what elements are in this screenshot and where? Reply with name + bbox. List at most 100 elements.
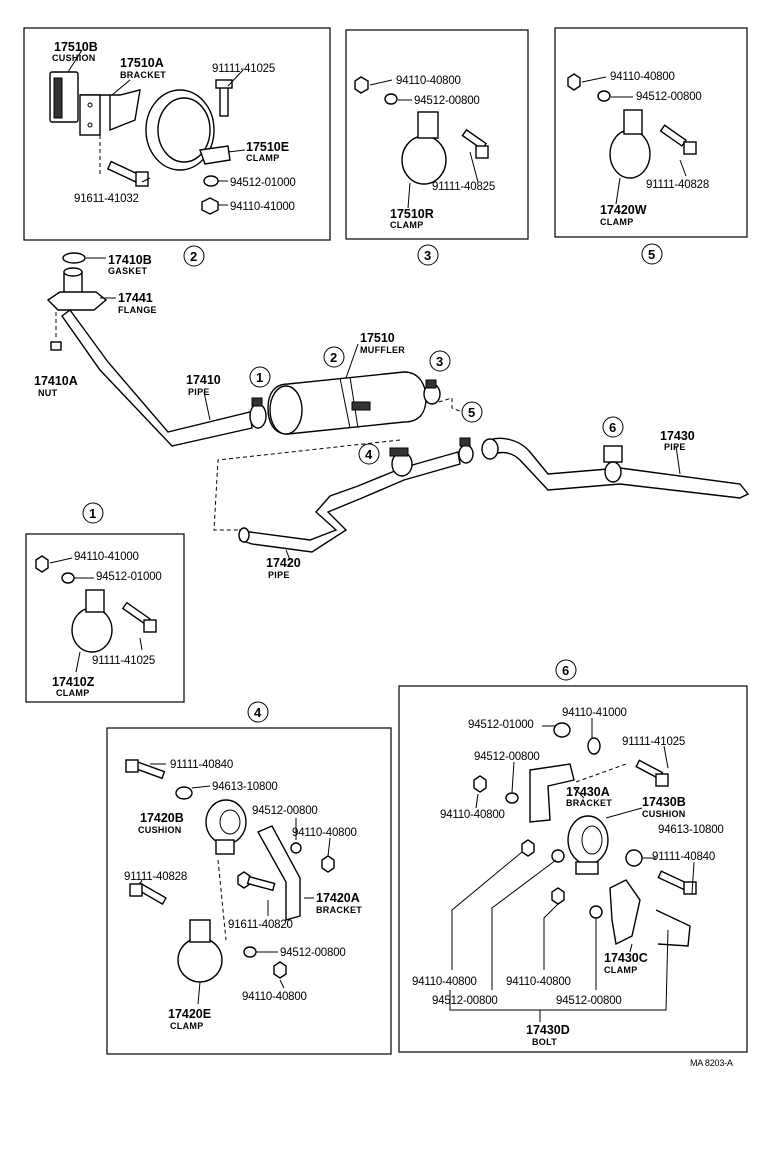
label-94110-41000: 94110-41000: [562, 707, 627, 719]
cushion-17420B-installed: [389, 447, 413, 477]
label-91111-40828: 91111-40828: [646, 179, 709, 191]
label-94110-40800: 94110-40800: [610, 71, 675, 83]
label-17430B: 17430B: [642, 795, 686, 809]
nut-94110-41000-drawing: [587, 737, 601, 755]
nut-94110-40800-drawing: [354, 76, 369, 94]
clamp-17420W-drawing: [609, 109, 651, 179]
label-94110-41000: 94110-41000: [230, 201, 295, 213]
label-91111-40840: 91111-40840: [170, 759, 233, 771]
ref-circle-3: [417, 244, 439, 266]
label-94110-40800: 94110-40800: [396, 75, 461, 87]
label-17420: 17420: [266, 556, 301, 570]
cushion-17420B-drawing: [205, 799, 247, 855]
label-91111-40840: 91111-40840: [652, 851, 715, 863]
ref-circle-1: [249, 366, 271, 388]
detail-box-6: [398, 685, 748, 1053]
desc-bracket: BRACKET: [316, 905, 362, 915]
label-94512-00800-b: 94512-00800: [432, 995, 498, 1007]
label-94110-40800-c: 94110-40800: [506, 976, 571, 988]
label-17441: 17441: [118, 291, 153, 305]
clamp-17430C-drawing: [609, 879, 691, 947]
label-94512-00800: 94512-00800: [636, 91, 702, 103]
ref-1b: 1: [89, 506, 96, 521]
desc-bolt: BOLT: [532, 1037, 557, 1047]
clamp-17410Z-installed: [249, 397, 267, 429]
label-91111-41025: 91111-41025: [92, 655, 155, 667]
desc-cushion: CUSHION: [52, 53, 96, 63]
label-94110-40800: 94110-40800: [292, 827, 357, 839]
label-94512-00800-c: 94512-00800: [556, 995, 622, 1007]
label-17420B: 17420B: [140, 811, 184, 825]
label-17430D: 17430D: [526, 1023, 570, 1037]
desc-cushion: CUSHION: [138, 825, 182, 835]
desc-clamp: CLAMP: [390, 220, 424, 230]
label-91111-40828: 91111-40828: [124, 871, 187, 883]
ref-circle-5: [641, 243, 663, 265]
hanger-17430-installed: [603, 445, 623, 483]
label-94512-00800: 94512-00800: [252, 805, 318, 817]
desc-bracket: BRACKET: [566, 798, 612, 808]
detail-box-3: [345, 29, 529, 240]
washer-94512-00800-drawing-b: [551, 849, 565, 863]
washer-94512-00800-drawing: [384, 93, 398, 105]
label-91111-41025: 91111-41025: [212, 63, 275, 75]
label-91111-41025: 91111-41025: [622, 736, 685, 748]
nut-94110-40800-drawing-c: [551, 887, 565, 905]
label-91111-40825: 91111-40825: [432, 181, 495, 193]
label-94110-41000: 94110-41000: [74, 551, 139, 563]
label-17430A: 17430A: [566, 785, 610, 799]
bolt-91111-40825-drawing: [461, 128, 489, 159]
ref-5b: 5: [468, 405, 475, 420]
ref-1: 1: [256, 370, 263, 385]
washer-94512-01000-drawing: [203, 175, 219, 187]
clamp-17420W-installed: [458, 437, 474, 464]
muffler-17510-drawing: [267, 371, 427, 435]
bolt-91111-40828-drawing: [129, 882, 167, 906]
label-94613-10800: 94613-10800: [212, 781, 278, 793]
ref-6: 6: [609, 420, 616, 435]
cushion-17510B-drawing: [49, 71, 79, 123]
nut-94110-40800-drawing-b: [521, 839, 535, 857]
clamp-17420E-drawing: [177, 919, 223, 983]
clamp-17510R-drawing: [401, 111, 447, 185]
desc-pipe: PIPE: [188, 387, 210, 397]
ref-circle-5b: [461, 401, 483, 423]
bolt-91611-40820-drawing: [246, 875, 276, 892]
nut-94110-40800-drawing: [321, 855, 335, 873]
bolt-91111-41025-drawing: [121, 601, 157, 633]
clamp-17510E-drawing: [145, 89, 231, 171]
detail-box-1: [25, 533, 185, 703]
label-17510A: 17510A: [120, 56, 164, 70]
ref-4b: 4: [254, 705, 262, 720]
ref-6b: 6: [562, 663, 569, 678]
desc-clamp: CLAMP: [56, 688, 90, 698]
label-17510R: 17510R: [390, 207, 434, 221]
nut-94110-41000-drawing: [201, 197, 219, 215]
detail-box-4: [106, 727, 392, 1055]
nut-94110-41000-drawing: [35, 555, 49, 573]
flange-17441-drawing: [46, 267, 108, 311]
ref-circle-3b: [429, 350, 451, 372]
bolt-91111-40828-drawing: [659, 124, 697, 155]
label-94512-00800: 94512-00800: [280, 947, 346, 959]
label-17420A: 17420A: [316, 891, 360, 905]
bolt-91111-40840-drawing: [657, 870, 697, 895]
desc-clamp: CLAMP: [246, 153, 280, 163]
detail-box-2: [23, 27, 331, 241]
label-94512-00800: 94512-00800: [474, 751, 540, 763]
washer-94512-00800-drawing: [505, 792, 519, 804]
label-17410A: 17410A: [34, 374, 78, 388]
pipe-17420-drawing: [239, 451, 461, 553]
bolt-91611-41032-drawing: [106, 160, 149, 187]
nut-17410A-drawing: [50, 341, 62, 351]
nut-94110-40800-drawing: [567, 73, 581, 91]
ref-circle-4b: [247, 701, 269, 723]
label-91611-41032: 91611-41032: [74, 193, 139, 205]
ref-circle-2b: [323, 346, 345, 368]
desc-cushion: CUSHION: [642, 809, 686, 819]
label-17410: 17410: [186, 373, 221, 387]
desc-clamp: CLAMP: [600, 217, 634, 227]
label-94110-40800-b: 94110-40800: [412, 976, 477, 988]
drawing-code: MA 8203-A: [690, 1058, 733, 1068]
